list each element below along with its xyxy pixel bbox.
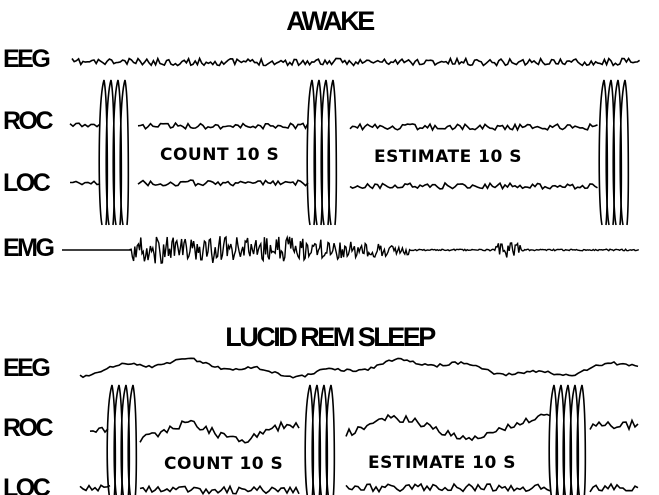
awake-count-annotation: COUNT 10 S — [158, 145, 282, 165]
eye-signal-stroke — [320, 79, 331, 226]
eye-signal-stroke — [612, 79, 623, 226]
awake-title: AWAKE — [286, 6, 375, 36]
eye-signal-stroke — [98, 79, 109, 226]
eye-signal-stroke — [325, 384, 336, 495]
awake-loc-trace — [69, 179, 598, 191]
eye-signal-stroke — [306, 79, 317, 226]
awake-emg-trace — [62, 234, 640, 264]
lucid-eeg-trace — [79, 357, 639, 379]
lucid-loc-trace — [79, 482, 639, 495]
awake-roc-trace — [69, 121, 598, 132]
lucid-count-annotation: COUNT 10 S — [162, 454, 286, 474]
eye-signal-stroke — [127, 384, 138, 495]
lucid-panel — [79, 357, 639, 495]
awake-eye-signals — [98, 79, 630, 226]
eye-signal-stroke — [598, 79, 609, 226]
lucid-loc-label: LOC — [3, 474, 51, 495]
eye-signal-stroke — [619, 79, 630, 226]
awake-loc-label: LOC — [3, 169, 51, 197]
eye-signal-stroke — [327, 79, 338, 226]
lucid-eye-signals — [106, 384, 587, 495]
awake-eeg-trace — [71, 56, 641, 68]
awake-roc-label: ROC — [3, 107, 54, 135]
awake-emg-label: EMG — [3, 234, 55, 262]
lucid-eeg-label: EEG — [3, 354, 51, 382]
awake-estimate-annotation: ESTIMATE 10 S — [372, 147, 524, 167]
eye-signal-stroke — [105, 79, 116, 226]
lucid-title: LUCID REM SLEEP — [225, 322, 436, 352]
lucid-estimate-annotation: ESTIMATE 10 S — [366, 453, 518, 473]
eye-signal-stroke — [576, 384, 587, 495]
eye-signal-stroke — [112, 79, 123, 226]
lucid-roc-label: ROC — [3, 414, 54, 442]
awake-panel — [62, 56, 641, 264]
eye-signal-stroke — [605, 79, 616, 226]
eye-signal-stroke — [119, 79, 130, 226]
eye-signal-stroke — [313, 79, 324, 226]
lucid-roc-trace — [89, 413, 639, 444]
awake-eeg-label: EEG — [3, 45, 51, 73]
